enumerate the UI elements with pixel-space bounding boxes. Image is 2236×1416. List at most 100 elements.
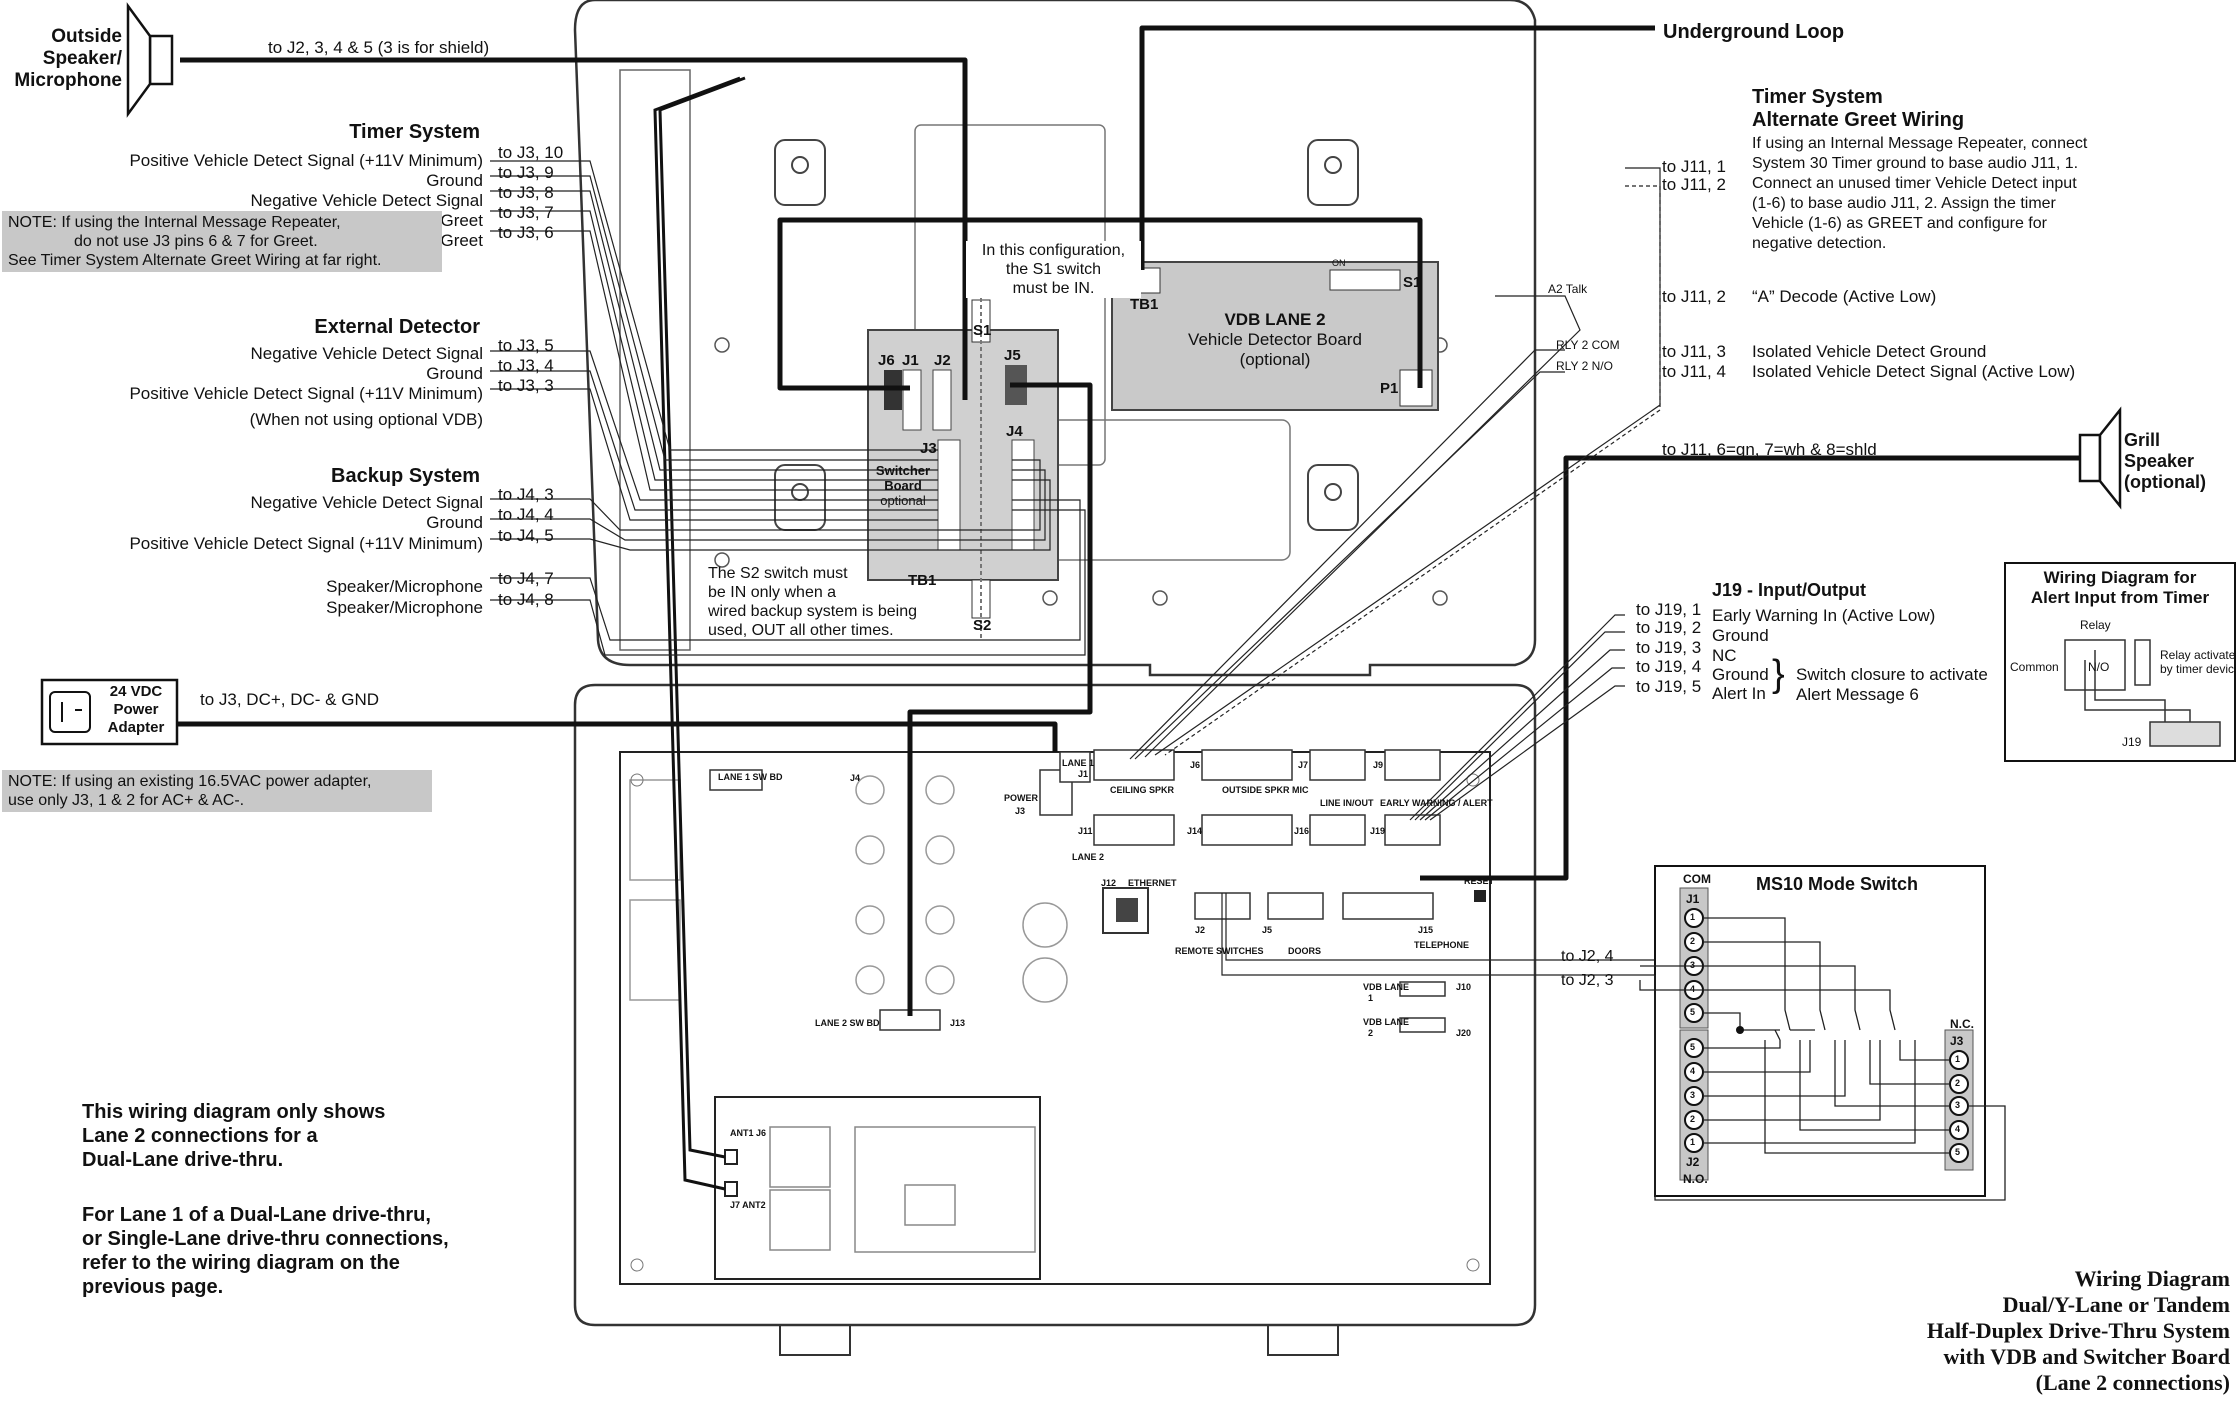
vdb-p1: [1399, 369, 1433, 407]
ms10-to-j2-3: to J2, 3: [1561, 972, 1614, 989]
detector-signal-to: to J3, 5: [498, 336, 554, 355]
note-line: use only J3, 1 & 2 for AC+ & AC-.: [8, 792, 245, 809]
switcher-j5-label: J5: [1004, 347, 1021, 364]
ms10-pin: 1: [1955, 1054, 1961, 1064]
backup-signal-to: to J4, 7: [498, 569, 554, 588]
ms10-wiring: [1639, 917, 2006, 1201]
backup-signal-to: to J4, 4: [498, 505, 554, 524]
ms10-pin: 2: [1690, 1114, 1696, 1124]
ms10-pin: 4: [1690, 1066, 1696, 1076]
backup-system-title: Backup System: [331, 465, 480, 487]
switcher-j3: [937, 439, 961, 551]
vdb-s1-label: S1: [1403, 274, 1422, 291]
base-j11-label: J11: [1078, 826, 1093, 836]
base-reset-label: RESET: [1464, 876, 1495, 886]
backup-signal-label: Speaker/Microphone: [326, 598, 483, 617]
base-ceiling-label: CEILING SPKR: [1110, 785, 1175, 795]
grill-title-line: Grill: [2124, 430, 2161, 450]
alert-title-line: Wiring Diagram for: [2043, 568, 2197, 587]
s1-note-line: must be IN.: [1012, 280, 1095, 297]
alert-relay-note: Relay activated by timer device: [2160, 648, 2236, 676]
relay-note-line: by timer device: [2160, 662, 2236, 676]
base-j9-label: J9: [1373, 760, 1384, 770]
footer-title-line: (Lane 2 connections): [2035, 1370, 2230, 1395]
j19-label: Ground: [1712, 665, 1769, 684]
alt-greet-desc-line: (1-6) to base audio J11, 2. Assign the t…: [1752, 195, 2056, 212]
alt-greet-title: Timer System Alternate Greet Wiring: [1752, 86, 1964, 132]
alert-box-title: Wiring Diagram for Alert Input from Time…: [2005, 568, 2235, 608]
base-vdb-lane2-num: 2: [1368, 1028, 1374, 1038]
outside-speaker-wire-label: to J2, 3, 4 & 5 (3 is for shield): [268, 38, 490, 57]
base-remote-switches-label: REMOTE SWITCHES: [1175, 946, 1264, 956]
switcher-j3-label: J3: [920, 440, 937, 457]
relay-note-line: Relay activated: [2160, 648, 2236, 662]
ms10-pin: 4: [1690, 984, 1696, 994]
alt-greet-to: to J11, 1: [1662, 157, 1726, 176]
j19-title: J19 - Input/Output: [1712, 580, 1866, 600]
base-ethernet-label: ETHERNET: [1128, 878, 1177, 888]
alt-greet-desc-line: negative detection.: [1752, 235, 1887, 252]
base-lane1-label: LANE 1: [1062, 758, 1095, 768]
speaker-shapes: [126, 2, 2122, 510]
note-line: NOTE: If using an existing 16.5VAC power…: [8, 773, 372, 790]
timer-signal-to: to J3, 9: [498, 163, 554, 182]
ms10-j1-label: J1: [1686, 892, 1700, 906]
base-j3-label: J3: [1015, 806, 1026, 816]
switcher-label-line: optional: [880, 493, 926, 508]
base-vdb-lane2-label: VDB LANE: [1363, 1017, 1410, 1027]
upper-enclosure: [573, 0, 1537, 677]
alt-greet-desc: If using an Internal Message Repeater, c…: [1752, 134, 2087, 254]
switcher-j6-label: J6: [878, 352, 895, 369]
j11-wire-label: RLY 2 N/O: [1556, 359, 1613, 373]
lane1-note: For Lane 1 of a Dual-Lane drive-thru, or…: [82, 1203, 449, 1299]
external-detector-title: External Detector: [314, 316, 480, 338]
ms10-pin: 3: [1690, 960, 1696, 970]
ms10-pin: 2: [1690, 936, 1696, 946]
timer-signal-to: to J3, 6: [498, 223, 554, 242]
vdb-optional: (optional): [1239, 350, 1311, 369]
detector-signal-to: to J3, 3: [498, 376, 554, 395]
note-line: See Timer System Alternate Greet Wiring …: [8, 252, 382, 269]
lane1-note-line: refer to the wiring diagram on the: [82, 1252, 400, 1274]
lane2-sw-label: LANE 2 SW BD: [815, 1018, 880, 1028]
timer-system-title: Timer System: [349, 121, 480, 143]
switcher-s1-label: S1: [973, 322, 992, 339]
base-telephone-label: TELEPHONE: [1414, 940, 1470, 950]
j19-label: Early Warning In (Active Low): [1712, 606, 1936, 625]
base-j14-label: J14: [1187, 826, 1203, 836]
base-j5-label: J5: [1262, 925, 1273, 935]
j19-to: to J19, 2: [1636, 618, 1702, 637]
alert-no-label: N/O: [2088, 660, 2110, 674]
power-adapter-label: 24 VDC Power Adapter: [96, 683, 176, 737]
backup-signal-to: to J4, 8: [498, 590, 554, 609]
enclosure-foot: [1267, 1324, 1339, 1356]
ms10-pin: 1: [1690, 912, 1696, 922]
switcher-label-line: Switcher: [875, 463, 931, 478]
j19-to: to J19, 1: [1636, 600, 1702, 619]
alt-greet-title-line: Timer System: [1752, 86, 1883, 108]
radio-module-parts: [769, 1126, 1036, 1253]
detector-signal-to: to J3, 4: [498, 356, 554, 375]
alert-title-line: Alert Input from Timer: [2030, 588, 2210, 607]
ms10-j2-label: J2: [1686, 1155, 1700, 1169]
j11-wire-label: RLY 2 COM: [1556, 338, 1620, 352]
j11-signal-label: “A” Decode (Active Low): [1752, 287, 1937, 306]
base-board-features: [629, 775, 1068, 1003]
s2-note-line: The S2 switch must: [708, 565, 848, 582]
j19-to: to J19, 3: [1636, 638, 1702, 657]
diagram-footer-title: Wiring Diagram Dual/Y-Lane or Tandem Hal…: [1820, 1266, 2230, 1396]
j19-label: NC: [1712, 646, 1737, 665]
switcher-j4: [1011, 439, 1035, 551]
s1-note: In this configuration, the S1 switch mus…: [966, 241, 1141, 298]
grill-wire-label: to J11, 6=gn, 7=wh & 8=shld: [1662, 440, 1877, 459]
vdb-s1: [1329, 269, 1401, 291]
power-adapter-wire-label: to J3, DC+, DC- & GND: [200, 690, 380, 709]
vdb-subtitle: Vehicle Detector Board: [1188, 330, 1362, 349]
base-vdb-lane1-label: VDB LANE: [1363, 982, 1410, 992]
ms10-pin: 5: [1955, 1147, 1961, 1157]
j19-brace: }: [1772, 653, 1785, 695]
switcher-tb1-label: TB1: [908, 572, 937, 589]
vdb-p1-label: P1: [1380, 380, 1399, 397]
vdb-title: VDB LANE 2: [1224, 310, 1326, 329]
